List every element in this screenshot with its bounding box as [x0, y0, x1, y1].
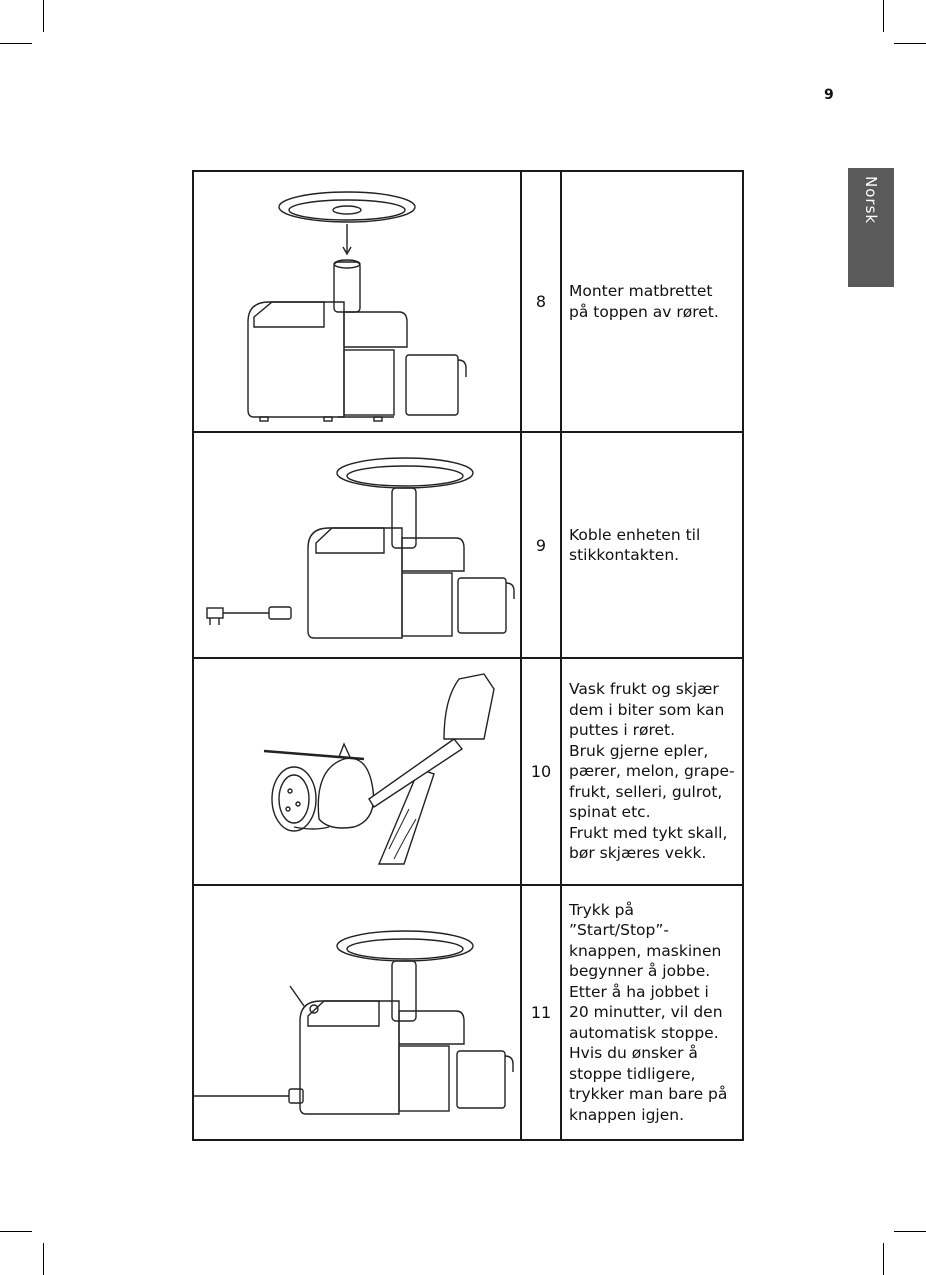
step-number: 10 — [520, 657, 562, 886]
feed-tray-mount-illustration — [247, 191, 467, 422]
crop-mark — [0, 43, 32, 44]
step-row: 9 Koble enheten til stikkontakten. — [192, 431, 744, 659]
step-text: Monter matbrettet på toppen av røret. — [569, 282, 719, 321]
step-text: Koble enheten til stikkontakten. — [569, 525, 701, 565]
plug-in-illustration — [206, 457, 515, 639]
crop-mark — [883, 1243, 884, 1275]
step-text-cell: Koble enheten til stikkontakten. — [560, 431, 744, 659]
step-text: Vask frukt og skjær dem i biter som kan … — [569, 680, 735, 863]
crop-mark — [883, 0, 884, 32]
step-illustration-cell — [192, 170, 522, 433]
step-number: 8 — [520, 170, 562, 433]
page-number: 9 — [824, 87, 834, 103]
crop-mark — [0, 1231, 32, 1232]
crop-mark — [894, 43, 926, 44]
language-tab-label: Norsk — [862, 176, 880, 225]
step-number: 11 — [520, 884, 562, 1141]
crop-mark — [43, 1243, 44, 1275]
step-text-cell: Vask frukt og skjær dem i biter som kan … — [560, 657, 744, 886]
step-number: 9 — [520, 431, 562, 659]
language-tab: Norsk — [848, 168, 894, 287]
cutting-fruit-illustration — [263, 673, 495, 865]
start-stop-illustration — [194, 930, 514, 1115]
step-illustration-cell — [192, 431, 522, 659]
step-row: 11 Trykk på ”Start/Stop”- knappen, maski… — [192, 884, 744, 1141]
step-illustration-cell — [192, 657, 522, 886]
step-text-cell: Trykk på ”Start/Stop”- knappen, maskinen… — [560, 884, 744, 1141]
step-illustration-cell — [192, 884, 522, 1141]
crop-mark — [43, 0, 44, 32]
step-row: 10 Vask frukt og skjær dem i biter som k… — [192, 657, 744, 886]
instruction-table: 8 Monter matbrettet på toppen av røret. — [192, 170, 744, 1141]
step-text-cell: Monter matbrettet på toppen av røret. — [560, 170, 744, 433]
step-text: Trykk på ”Start/Stop”- knappen, maskinen… — [569, 900, 728, 1124]
crop-mark — [894, 1231, 926, 1232]
step-row: 8 Monter matbrettet på toppen av røret. — [192, 170, 744, 433]
